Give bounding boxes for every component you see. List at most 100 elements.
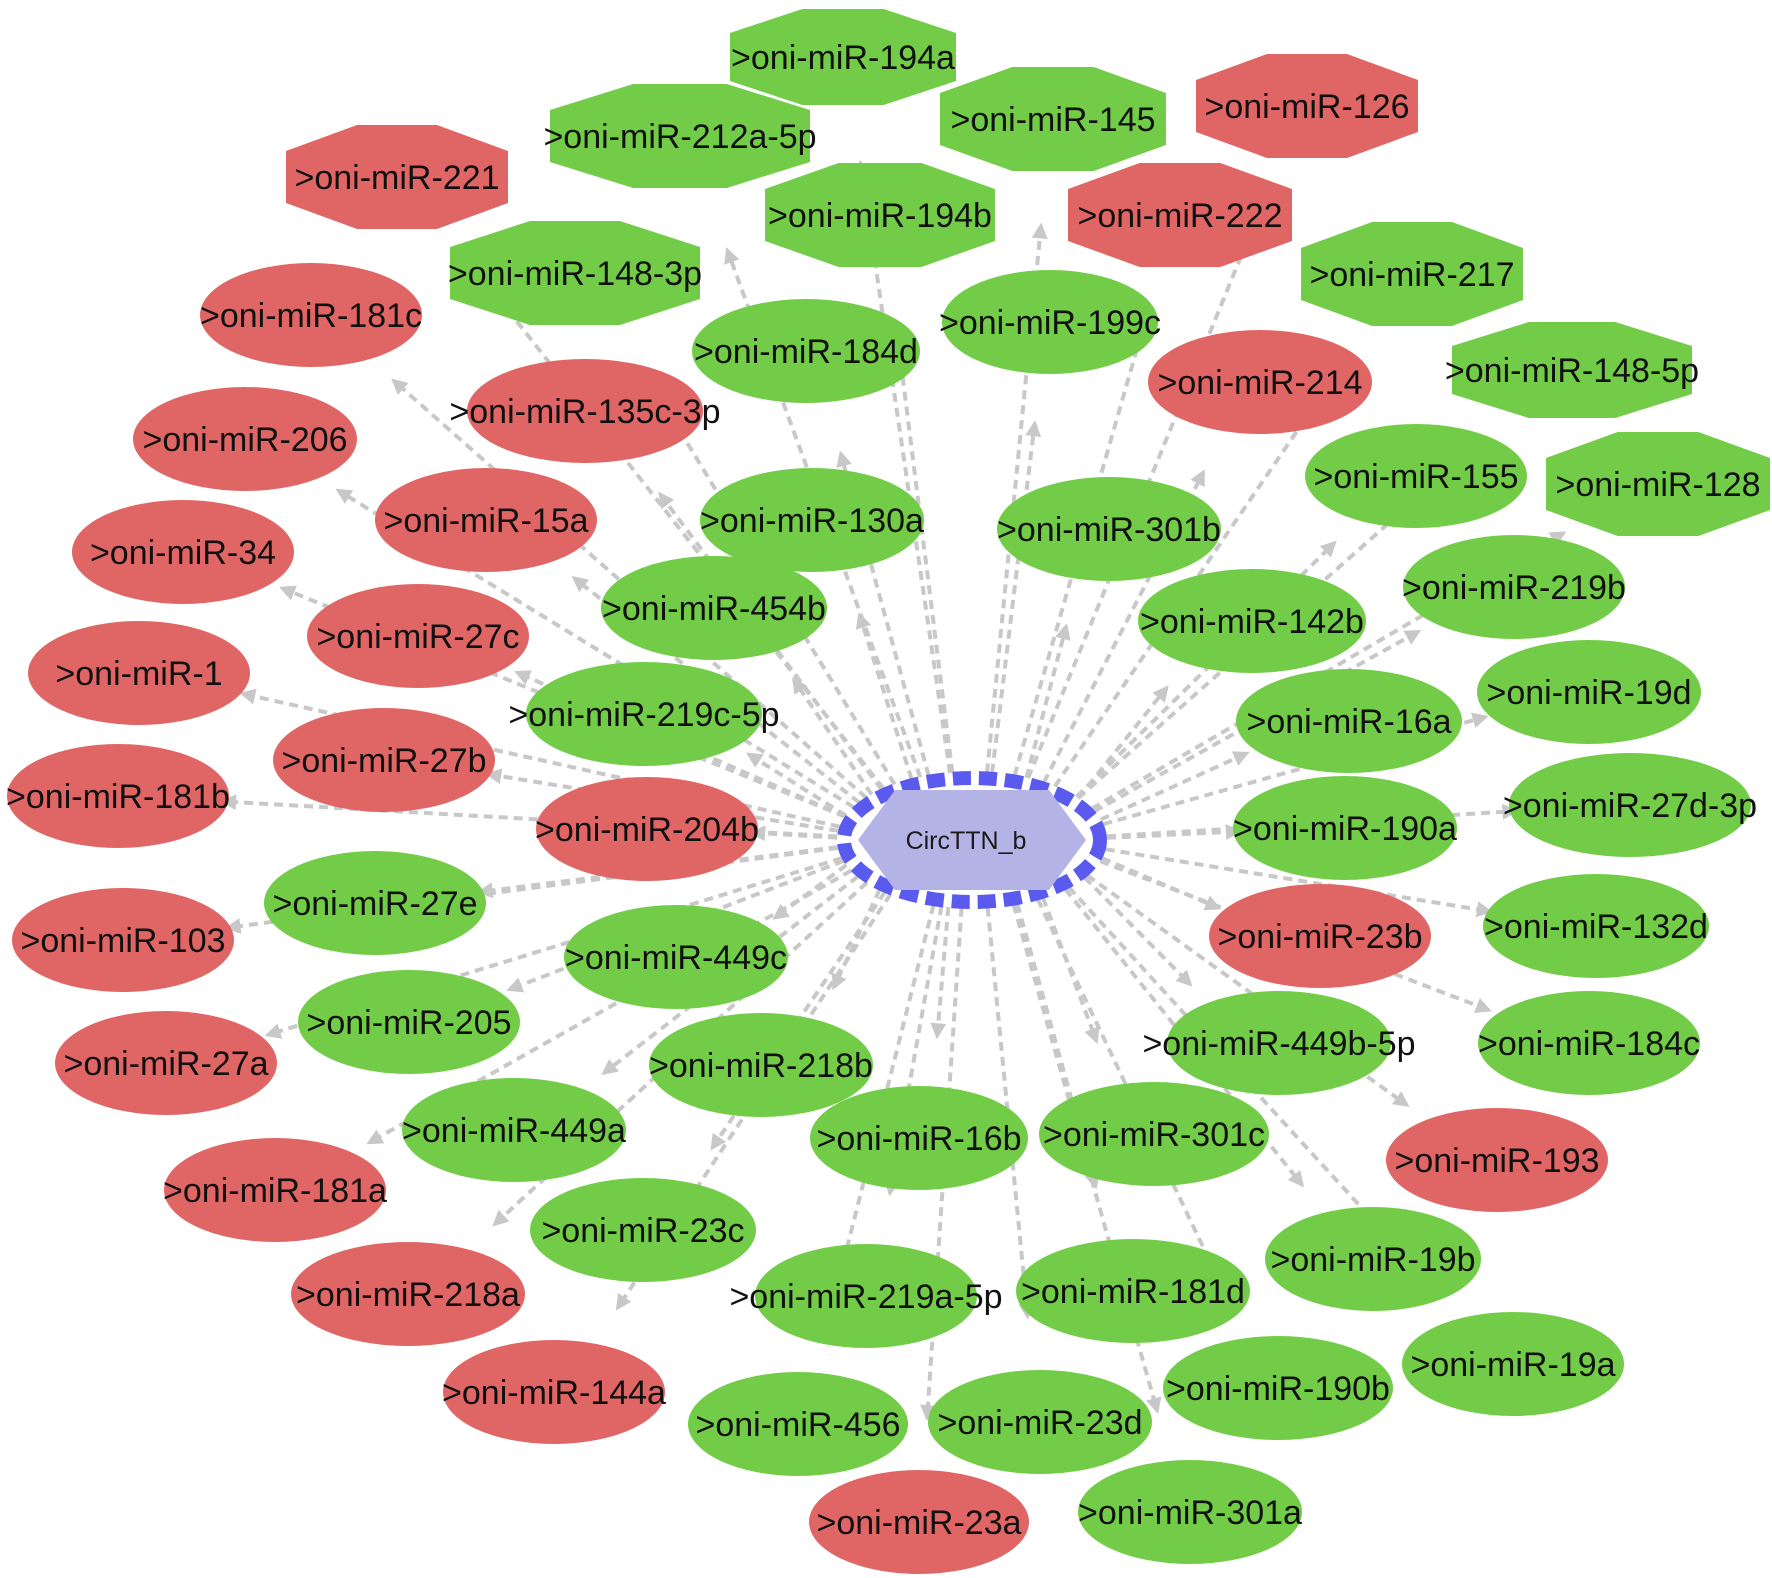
mirna-node[interactable]: >oni-miR-23c: [530, 1178, 756, 1282]
mirna-node[interactable]: >oni-miR-181d: [1016, 1239, 1250, 1343]
mirna-node[interactable]: >oni-miR-454b: [601, 556, 827, 660]
mirna-node-label: >oni-miR-132d: [1484, 908, 1708, 946]
mirna-node-shape: [375, 468, 597, 572]
mirna-node[interactable]: >oni-miR-190a: [1233, 776, 1457, 880]
mirna-node[interactable]: >oni-miR-219a-5p: [729, 1244, 1003, 1348]
edge: [889, 319, 955, 773]
mirna-node[interactable]: >oni-miR-155: [1305, 424, 1527, 528]
mirna-node-shape: [298, 970, 520, 1074]
mirna-node-shape: [601, 556, 827, 660]
edge: [1105, 847, 1493, 918]
mirna-node[interactable]: >oni-miR-19b: [1265, 1207, 1481, 1311]
mirna-node-shape: [12, 888, 234, 992]
mirna-node-label: >oni-miR-23c: [541, 1212, 744, 1250]
mirna-node-label: >oni-miR-184d: [694, 333, 918, 371]
mirna-node[interactable]: >oni-miR-193: [1386, 1108, 1608, 1212]
mirna-node[interactable]: >oni-miR-34: [72, 500, 294, 604]
mirna-node[interactable]: >oni-miR-148-3p: [448, 221, 702, 325]
edge: [1106, 803, 1519, 839]
mirna-node-shape: [755, 1244, 977, 1348]
mirna-node[interactable]: >oni-miR-142b: [1138, 569, 1366, 673]
mirna-node-shape: [1509, 753, 1751, 857]
edge: [1099, 751, 1250, 822]
mirna-node[interactable]: >oni-miR-222: [1068, 163, 1292, 267]
mirna-node[interactable]: >oni-miR-184c: [1478, 991, 1700, 1095]
mirna-node[interactable]: >oni-miR-301a: [1078, 1460, 1302, 1564]
mirna-node[interactable]: >oni-miR-16a: [1236, 669, 1462, 773]
mirna-node-label: >oni-miR-27e: [272, 885, 477, 923]
mirna-node-shape: [809, 1470, 1029, 1574]
mirna-node[interactable]: >oni-miR-181c: [200, 263, 422, 367]
mirna-node-shape: [526, 662, 762, 766]
center-node-shape: [858, 790, 1086, 890]
mirna-node-label: >oni-miR-155: [1313, 458, 1518, 496]
mirna-node[interactable]: >oni-miR-19d: [1477, 640, 1701, 744]
mirna-node-label: >oni-miR-27c: [316, 618, 519, 656]
mirna-node-label: >oni-miR-194b: [768, 197, 992, 235]
mirna-node[interactable]: >oni-miR-218b: [649, 1013, 873, 1117]
mirna-node[interactable]: >oni-miR-181a: [163, 1138, 387, 1242]
mirna-node[interactable]: >oni-miR-206: [133, 387, 357, 491]
mirna-node[interactable]: >oni-miR-449c: [564, 905, 788, 1009]
mirna-node[interactable]: >oni-miR-126: [1196, 54, 1418, 158]
mirna-node[interactable]: >oni-miR-212a-5p: [543, 84, 817, 188]
mirna-node[interactable]: >oni-miR-148-5p: [1445, 322, 1699, 418]
mirna-node[interactable]: >oni-miR-218a: [291, 1242, 525, 1346]
mirna-node[interactable]: >oni-miR-15a: [375, 468, 597, 572]
mirna-node-shape: [564, 905, 788, 1009]
edge: [220, 794, 838, 839]
mirna-node-shape: [1452, 322, 1692, 418]
mirna-node[interactable]: >oni-miR-132d: [1483, 874, 1709, 978]
mirna-node[interactable]: >oni-miR-221: [286, 125, 508, 229]
mirna-node[interactable]: >oni-miR-19a: [1402, 1312, 1624, 1416]
mirna-node-label: >oni-miR-145: [950, 101, 1155, 139]
mirna-node[interactable]: >oni-miR-301b: [997, 477, 1221, 581]
mirna-node[interactable]: >oni-miR-449a: [402, 1078, 626, 1182]
mirna-node[interactable]: >oni-miR-145: [940, 67, 1166, 171]
mirna-node[interactable]: >oni-miR-27b: [273, 708, 495, 812]
mirna-node[interactable]: >oni-miR-27e: [264, 851, 486, 955]
mirna-node[interactable]: >oni-miR-23d: [928, 1370, 1152, 1474]
mirna-node-shape: [273, 708, 495, 812]
mirna-node[interactable]: >oni-miR-204b: [535, 777, 759, 881]
mirna-node-shape: [164, 1138, 386, 1242]
mirna-node[interactable]: >oni-miR-301c: [1039, 1082, 1269, 1186]
mirna-node[interactable]: >oni-miR-219c-5p: [508, 662, 780, 766]
mirna-node-label: >oni-miR-126: [1204, 88, 1409, 126]
mirna-node[interactable]: >oni-miR-27a: [55, 1011, 277, 1115]
mirna-node[interactable]: >oni-miR-219b: [1402, 535, 1626, 639]
center-node[interactable]: CircTTN_b: [837, 771, 1107, 909]
mirna-node-label: >oni-miR-19a: [1410, 1346, 1615, 1384]
mirna-node[interactable]: >oni-miR-449b-5p: [1142, 991, 1416, 1095]
mirna-node-shape: [765, 163, 995, 267]
mirna-node[interactable]: >oni-miR-194a: [730, 9, 956, 105]
mirna-node[interactable]: >oni-miR-194b: [765, 163, 995, 267]
mirna-node[interactable]: >oni-miR-217: [1301, 222, 1523, 326]
mirna-node[interactable]: >oni-miR-23a: [809, 1470, 1029, 1574]
mirna-node[interactable]: >oni-miR-205: [298, 970, 520, 1074]
mirna-node[interactable]: >oni-miR-27d-3p: [1503, 753, 1757, 857]
mirna-node[interactable]: >oni-miR-190b: [1163, 1336, 1393, 1440]
mirna-node[interactable]: >oni-miR-135c-3p: [449, 359, 721, 463]
mirna-node[interactable]: >oni-miR-199c: [939, 270, 1161, 374]
mirna-node[interactable]: >oni-miR-184d: [692, 299, 920, 403]
mirna-node[interactable]: >oni-miR-456: [688, 1372, 908, 1476]
mirna-node[interactable]: >oni-miR-144a: [442, 1340, 666, 1444]
mirna-node[interactable]: >oni-miR-128: [1546, 432, 1770, 536]
edge: [930, 906, 951, 1040]
edge: [1099, 859, 1492, 1013]
mirna-node[interactable]: >oni-miR-103: [12, 888, 234, 992]
mirna-node[interactable]: >oni-miR-27c: [307, 584, 529, 688]
mirna-node-label: >oni-miR-23a: [816, 1504, 1021, 1542]
mirna-node-label: >oni-miR-181c: [200, 297, 422, 335]
mirna-node[interactable]: >oni-miR-16b: [810, 1086, 1028, 1190]
mirna-node-label: >oni-miR-222: [1077, 197, 1282, 235]
mirna-node[interactable]: >oni-miR-23b: [1209, 884, 1431, 988]
mirna-node-shape: [928, 1370, 1152, 1474]
mirna-node-shape: [72, 500, 294, 604]
mirna-node-shape: [1478, 991, 1700, 1095]
mirna-node[interactable]: >oni-miR-181b: [6, 744, 230, 848]
mirna-node[interactable]: >oni-miR-130a: [700, 468, 924, 572]
mirna-node[interactable]: >oni-miR-214: [1148, 330, 1372, 434]
mirna-node[interactable]: >oni-miR-1: [28, 621, 250, 725]
